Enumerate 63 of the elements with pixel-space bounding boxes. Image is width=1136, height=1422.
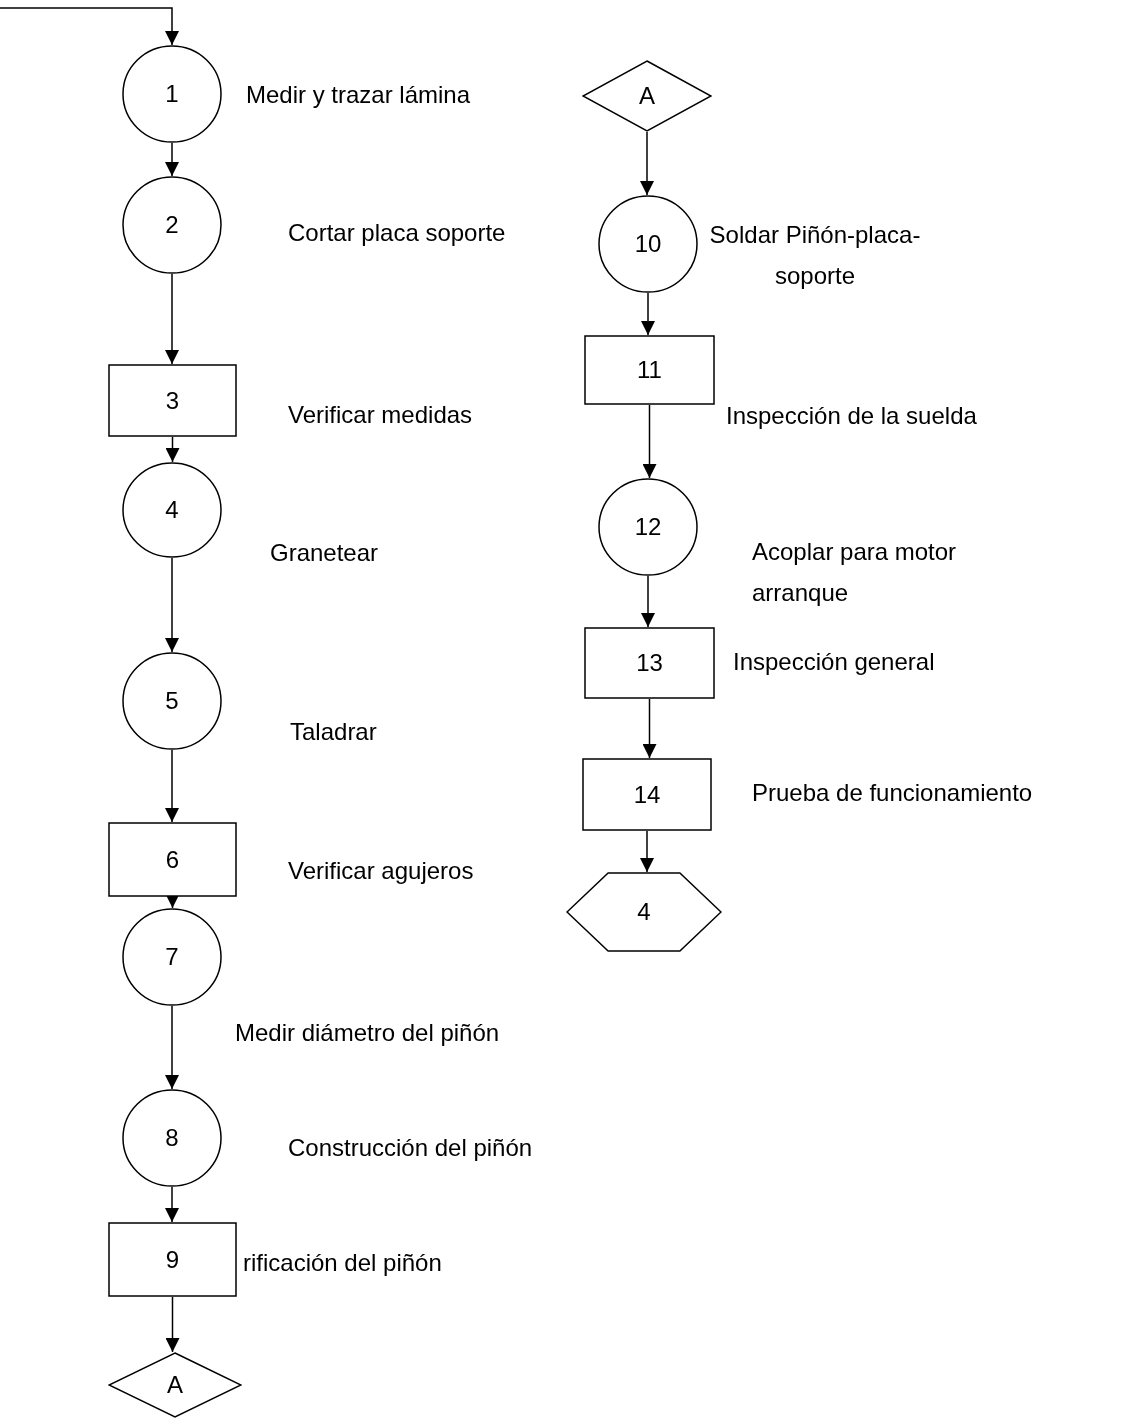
step-description: Soldar Piñón-placa- soporte [708, 220, 922, 291]
step-description: Acoplar para motor arranque [752, 537, 958, 608]
operation-circle [122, 908, 222, 1006]
arrow [640, 131, 654, 196]
operation-circle [122, 462, 222, 558]
operation-circle [122, 652, 222, 750]
step-description: Verificar medidas [288, 400, 473, 430]
connector-diamond [108, 1352, 242, 1418]
arrow [165, 1005, 179, 1090]
operation-circle [122, 45, 222, 143]
arrow [165, 749, 179, 823]
step-description: Prueba de funcionamiento [752, 778, 1033, 808]
step-description: Cortar placa soporte [288, 218, 506, 248]
arrow [0, 7, 179, 46]
arrow [642, 698, 657, 759]
end-hexagon [566, 872, 722, 952]
arrow [165, 273, 179, 365]
step-description: Granetear [270, 538, 379, 568]
step-number: 11 [637, 358, 662, 382]
operation-circle [598, 195, 698, 293]
operation-circle [122, 1089, 222, 1187]
arrow [641, 292, 655, 336]
step-number: 3 [165, 388, 180, 413]
step-description: rificación del piñón [243, 1248, 442, 1278]
arrow [165, 557, 179, 653]
inspection-box [108, 364, 237, 437]
inspection-box [108, 822, 237, 897]
step-number: A [639, 84, 655, 108]
step-number: 9 [165, 1247, 180, 1272]
step-description: Verificar agujeros [288, 856, 474, 886]
inspection-box [582, 758, 712, 831]
step-number: 7 [165, 945, 179, 969]
step-number: 8 [165, 1126, 179, 1150]
arrow [165, 436, 180, 463]
inspection-box [584, 335, 715, 405]
inspection-box [584, 627, 715, 699]
step-description: Inspección general [733, 647, 935, 677]
step-number: 12 [634, 515, 662, 539]
arrow [640, 830, 654, 873]
arrow [641, 575, 655, 628]
arrow [165, 142, 179, 177]
step-number: 13 [636, 651, 663, 675]
step-number: 10 [634, 232, 662, 256]
step-description: Construcción del piñón [288, 1133, 533, 1163]
step-number: 14 [633, 782, 661, 807]
step-number: 4 [165, 498, 179, 522]
step-number: 1 [165, 82, 179, 106]
operation-circle [598, 478, 698, 576]
arrow [642, 404, 657, 479]
step-number: A [167, 1373, 183, 1397]
connector-diamond [582, 60, 712, 132]
step-description: Taladrar [290, 717, 377, 747]
step-description: Medir diámetro del piñón [235, 1018, 500, 1048]
step-number: 2 [165, 213, 179, 237]
step-number: 5 [165, 689, 179, 713]
step-description: Medir y trazar lámina [246, 80, 471, 110]
step-number: 4 [637, 900, 651, 924]
step-number: 6 [165, 847, 180, 872]
operation-circle [122, 176, 222, 274]
step-description: Inspección de la suelda [726, 401, 977, 431]
arrow [165, 1186, 179, 1223]
arrow [165, 1296, 180, 1353]
inspection-box [108, 1222, 237, 1297]
